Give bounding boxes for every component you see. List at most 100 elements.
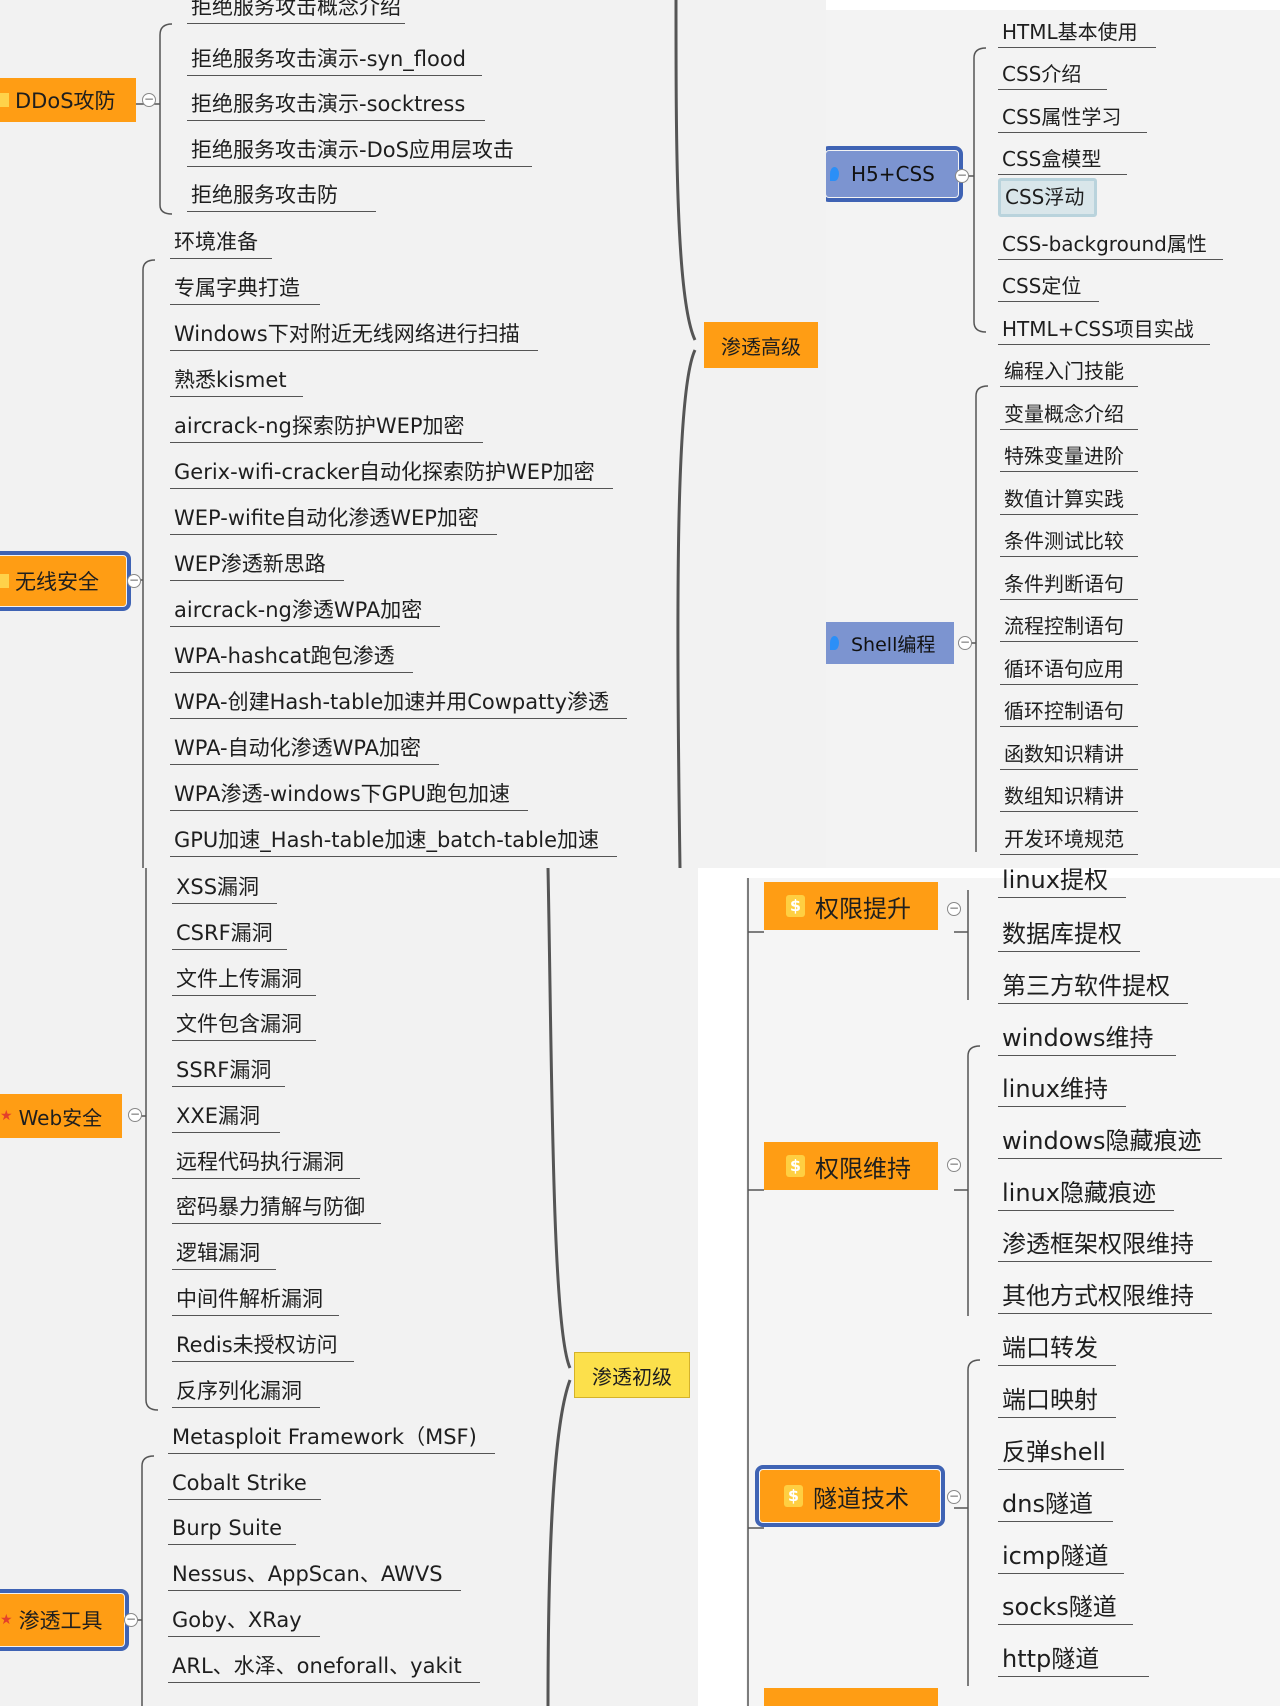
leaf-item[interactable]: Metasploit Framework（MSF) xyxy=(168,1427,495,1454)
topic-persistence[interactable]: $ 权限维持 xyxy=(764,1142,938,1190)
topic-pentest-tools[interactable]: ★ 渗透工具 xyxy=(0,1589,129,1651)
leaf-item[interactable]: CSS定位 xyxy=(998,276,1100,302)
leaf-item[interactable]: Cobalt Strike xyxy=(168,1473,321,1500)
topic-h5-css[interactable]: H5+CSS xyxy=(826,146,963,202)
leaf-item[interactable]: 逻辑漏洞 xyxy=(172,1243,276,1270)
leaf-item[interactable]: 特殊变量进阶 xyxy=(1000,446,1138,472)
leaf-item[interactable]: CSRF漏洞 xyxy=(172,923,287,950)
leaf-item[interactable]: 环境准备 xyxy=(170,232,272,259)
leaf-item[interactable]: 拒绝服务攻击演示-socktress xyxy=(187,94,486,121)
leaf-item[interactable]: WPA-hashcat跑包渗透 xyxy=(170,646,413,673)
dollar-icon: $ xyxy=(786,1155,805,1177)
leaf-item[interactable]: 文件上传漏洞 xyxy=(172,969,316,996)
leaf-item[interactable]: 文件包含漏洞 xyxy=(172,1014,316,1041)
collapse-minus-icon[interactable]: − xyxy=(958,635,972,650)
leaf-item[interactable]: WPA-创建Hash-table加速并用Cowpatty渗透 xyxy=(170,692,628,719)
leaf-item[interactable]: 拒绝服务攻击演示-syn_flood xyxy=(187,49,483,76)
leaf-item[interactable]: Burp Suite xyxy=(168,1518,296,1545)
leaf-item[interactable]: SSRF漏洞 xyxy=(172,1060,286,1087)
topic-privilege-escalation[interactable]: $ 权限提升 xyxy=(764,882,938,930)
leaf-item[interactable]: CSS盒模型 xyxy=(998,149,1128,175)
topic-privilege-escalation-label: 权限提升 xyxy=(815,894,911,923)
leaf-item[interactable]: ARL、水泽、oneforall、yakit xyxy=(168,1656,480,1683)
leaf-item[interactable]: 第三方软件提权 xyxy=(998,974,1188,1004)
leaf-item[interactable]: linux维持 xyxy=(998,1077,1126,1107)
leaf-item[interactable]: CSS-background属性 xyxy=(998,234,1223,260)
leaf-item[interactable]: 编程入门技能 xyxy=(1000,361,1138,387)
leaf-item[interactable]: dns隧道 xyxy=(998,1492,1113,1522)
topic-ddos[interactable]: DDoS攻防 xyxy=(0,78,136,122)
leaf-item[interactable]: Gerix-wifi-cracker自动化探索防护WEP加密 xyxy=(170,462,613,489)
leaf-item[interactable]: 端口映射 xyxy=(998,1388,1116,1418)
leaf-item[interactable]: linux隐藏痕迹 xyxy=(998,1181,1174,1211)
leaf-item[interactable]: 中间件解析漏洞 xyxy=(172,1289,339,1316)
leaf-item[interactable]: Goby、XRay xyxy=(168,1610,320,1637)
leaf-item[interactable]: HTML+CSS项目实战 xyxy=(998,319,1210,345)
leaf-item[interactable]: 渗透框架权限维持 xyxy=(998,1232,1212,1262)
leaf-item[interactable]: 密码暴力猜解与防御 xyxy=(172,1197,381,1224)
leaf-item[interactable]: windows隐藏痕迹 xyxy=(998,1129,1222,1159)
topic-wireless[interactable]: 无线安全 xyxy=(0,551,131,611)
leaf-item[interactable]: 拒绝服务攻击概念介绍 xyxy=(187,0,405,24)
leaf-item[interactable]: 端口转发 xyxy=(998,1336,1116,1366)
leaf-item[interactable]: 反弹shell xyxy=(998,1440,1124,1470)
leaf-item[interactable]: 熟悉kismet xyxy=(170,370,303,397)
leaf-item[interactable]: Nessus、AppScan、AWVS xyxy=(168,1564,461,1591)
leaf-item[interactable]: 拒绝服务攻击防 xyxy=(187,185,376,212)
leaf-item[interactable]: Redis未授权访问 xyxy=(172,1335,354,1362)
collapse-minus-icon[interactable]: − xyxy=(947,1157,961,1172)
leaf-item[interactable]: XXE漏洞 xyxy=(172,1106,281,1133)
leaf-item[interactable]: aircrack-ng渗透WPA加密 xyxy=(170,600,441,627)
leaf-item[interactable]: 循环语句应用 xyxy=(1000,659,1138,685)
topic-advanced-pentest[interactable]: 渗透高级 xyxy=(704,322,818,368)
leaf-item[interactable]: GPU加速_Hash-table加速_batch-table加速 xyxy=(170,830,618,857)
leaf-item[interactable]: CSS属性学习 xyxy=(998,107,1148,133)
leaf-item[interactable]: HTML基本使用 xyxy=(998,22,1156,48)
leaf-item[interactable]: linux提权 xyxy=(998,868,1126,898)
priority-square-icon xyxy=(0,574,9,588)
leaf-item[interactable]: 反序列化漏洞 xyxy=(172,1381,320,1408)
leaf-item[interactable]: CSS介绍 xyxy=(998,64,1108,90)
topic-basic-pentest[interactable]: 渗透初级 xyxy=(574,1352,690,1398)
leaf-item[interactable]: 远程代码执行漏洞 xyxy=(172,1152,360,1179)
topic-web-security[interactable]: ★ Web安全 xyxy=(0,1094,122,1138)
collapse-minus-icon[interactable]: − xyxy=(947,1489,961,1504)
leaf-item[interactable]: 函数知识精讲 xyxy=(1000,744,1138,770)
leaf-item[interactable]: Windows下对附近无线网络进行扫描 xyxy=(170,324,538,351)
leaf-item[interactable]: aircrack-ng探索防护WEP加密 xyxy=(170,416,483,443)
topic-tunneling[interactable]: $ 隧道技术 xyxy=(755,1465,945,1527)
collapse-minus-icon[interactable]: − xyxy=(955,168,969,183)
leaf-item[interactable]: 数值计算实践 xyxy=(1000,489,1138,515)
leaf-item[interactable]: WPA-自动化渗透WPA加密 xyxy=(170,738,440,765)
leaf-item[interactable]: socks隧道 xyxy=(998,1595,1133,1625)
star-icon: ★ xyxy=(0,1612,13,1628)
leaf-item[interactable]: 数据库提权 xyxy=(998,922,1140,952)
leaf-item[interactable]: 开发环境规范 xyxy=(1000,829,1138,855)
leaf-item[interactable]: WEP渗透新思路 xyxy=(170,554,344,581)
collapse-minus-icon[interactable]: − xyxy=(127,573,141,588)
collapse-minus-icon[interactable]: − xyxy=(142,92,156,107)
leaf-item[interactable]: 条件判断语句 xyxy=(1000,574,1138,600)
leaf-item[interactable]: 变量概念介绍 xyxy=(1000,404,1138,430)
divider-strip xyxy=(698,868,1280,878)
leaf-item[interactable]: 其他方式权限维持 xyxy=(998,1284,1212,1314)
leaf-item[interactable]: icmp隧道 xyxy=(998,1544,1125,1574)
collapse-minus-icon[interactable]: − xyxy=(947,901,961,916)
leaf-item[interactable]: windows维持 xyxy=(998,1026,1176,1056)
leaf-item[interactable]: 拒绝服务攻击演示-DoS应用层攻击 xyxy=(187,140,532,167)
leaf-item[interactable]: WPA渗透-windows下GPU跑包加速 xyxy=(170,784,528,811)
collapse-minus-icon[interactable]: − xyxy=(124,1612,138,1627)
leaf-item[interactable]: WEP-wifite自动化渗透WEP加密 xyxy=(170,508,497,535)
topic-shell[interactable]: Shell编程 xyxy=(826,622,954,664)
leaf-item[interactable]: 专属字典打造 xyxy=(170,278,320,305)
leaf-item[interactable]: 循环控制语句 xyxy=(1000,701,1138,727)
leaf-item[interactable]: 条件测试比较 xyxy=(1000,531,1138,557)
star-icon: ★ xyxy=(0,1108,13,1124)
leaf-item[interactable]: 数组知识精讲 xyxy=(1000,786,1138,812)
leaf-item[interactable]: 流程控制语句 xyxy=(1000,616,1138,642)
leaf-item[interactable]: XSS漏洞 xyxy=(172,877,278,904)
leaf-item[interactable]: http隧道 xyxy=(998,1647,1150,1677)
collapse-minus-icon[interactable]: − xyxy=(128,1107,142,1122)
leaf-item-selected[interactable]: CSS浮动 xyxy=(998,178,1098,217)
topic-partial[interactable] xyxy=(764,1688,938,1706)
